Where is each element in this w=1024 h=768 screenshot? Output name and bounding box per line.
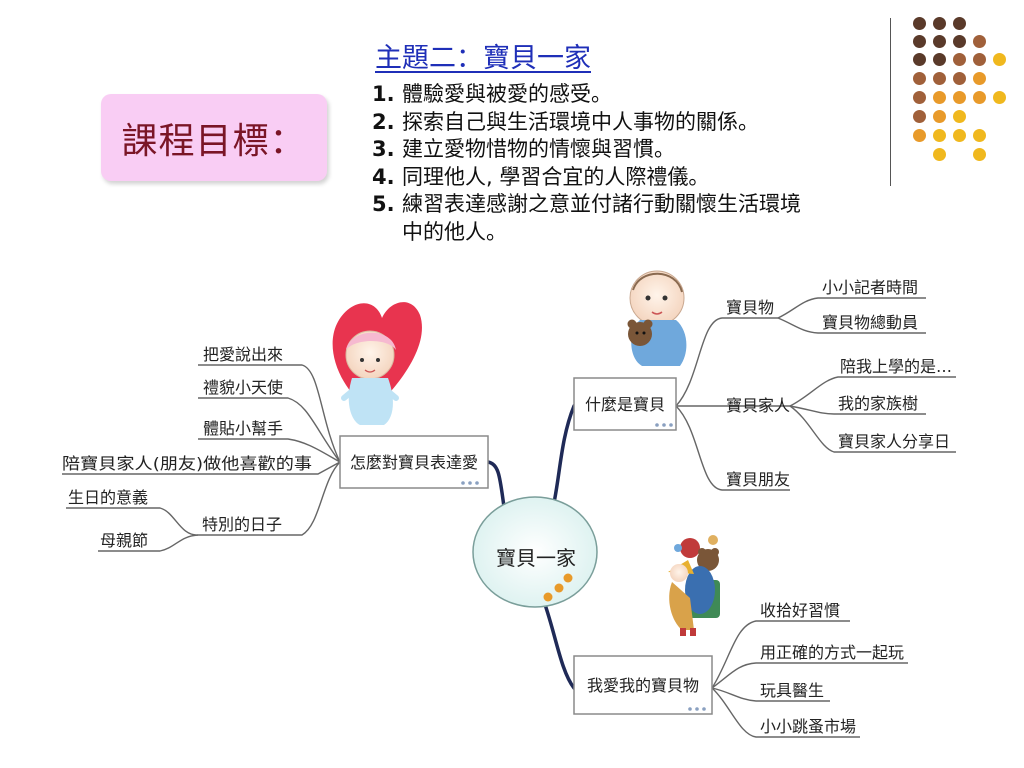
node-mine[interactable]: 我愛我的寶貝物 [573,655,713,715]
goal-number: 4. [372,164,395,189]
heart-girl-illustration [332,302,422,425]
goal-item-1: 1. 體驗愛與被愛的感受。 [372,81,892,109]
node-love-label: 怎麼對寶貝表達愛 [350,453,478,472]
node-love[interactable]: 怎麼對寶貝表達愛 [339,435,489,489]
header-divider [890,18,891,186]
goal-item-2: 2. 探索自己與生活環境中人事物的關係。 [372,109,892,137]
leaf-what-2-2[interactable]: 我的家族樹 [838,394,918,413]
goal-text: 練習表達感謝之意並付諸行動關懷生活環境 [402,192,801,216]
center-node[interactable]: 寶貝一家 [472,496,598,608]
love-branch-lines [62,364,341,552]
leaf-love-1[interactable]: 把愛說出來 [203,345,283,364]
node-mine-label: 我愛我的寶貝物 [587,676,699,695]
goal-number: 2. [372,109,395,134]
goal-text: 探索自己與生活環境中人事物的關係。 [402,109,759,134]
leaf-love-3[interactable]: 體貼小幫手 [203,419,283,438]
baby-toy-illustration [627,270,687,366]
leaf-special-2[interactable]: 母親節 [100,531,148,550]
leaf-love-2[interactable]: 禮貌小天使 [203,378,283,397]
goal-list: 1. 體驗愛與被愛的感受。 2. 探索自己與生活環境中人事物的關係。 3. 建立愛物惜… [372,81,892,246]
goal-text: 建立愛物惜物的情懷與習慣。 [402,137,675,161]
node-what[interactable]: 什麼是寶貝 [573,377,677,431]
goal-label: 課程目標： [121,120,307,162]
topic-title[interactable]: 主題二：寶貝一家 [375,43,591,74]
branch-mine [540,594,576,690]
group-what-1[interactable]: 寶貝物 [726,298,774,317]
leaf-what-1-1[interactable]: 小小記者時間 [822,278,918,297]
goal-item-4: 4. 同理他人, 學習合宜的人際禮儀。 [372,164,892,192]
leaf-mine-1[interactable]: 收拾好習慣 [760,601,840,620]
what-branch-lines [675,297,956,491]
goal-number: 1. [372,82,395,106]
branch-what [550,404,576,514]
group-what-3[interactable]: 寶貝朋友 [726,470,790,489]
leaf-love-4[interactable]: 陪寶貝家人(朋友)做他喜歡的事 [62,454,312,473]
leaf-what-1-2[interactable]: 寶貝物總動員 [822,313,918,332]
group-what-2[interactable]: 寶貝家人 [726,396,790,415]
leaf-mine-3[interactable]: 玩具醫生 [760,681,824,700]
toy-pile-illustration [668,535,720,636]
goal-item-5-continued: 中的他人。 [402,219,507,244]
what-leaves: 寶貝物 寶貝家人 寶貝朋友 小小記者時間 寶貝物總動員 陪我上學的是… 我的家族… [726,278,952,489]
goal-number: 5. [372,192,395,216]
center-node-label: 寶貝一家 [496,546,576,570]
goal-number: 3. [372,137,395,161]
leaf-special-1[interactable]: 生日的意義 [68,488,148,507]
leaf-what-2-1[interactable]: 陪我上學的是… [840,357,952,376]
love-leaves: 把愛說出來 禮貌小天使 體貼小幫手 陪寶貝家人(朋友)做他喜歡的事 特別的日子 … [62,345,312,550]
leaf-mine-2[interactable]: 用正確的方式一起玩 [760,643,904,662]
node-what-label: 什麼是寶貝 [585,395,665,414]
goal-item-5: 5. 練習表達感謝之意並付諸行動關懷生活環境 [372,191,892,219]
goal-text: 體驗愛與被愛的感受。 [402,82,612,106]
leaf-mine-4[interactable]: 小小跳蚤市場 [760,717,856,736]
mine-branch-lines [711,620,908,738]
node-special-label[interactable]: 特別的日子 [202,515,282,534]
leaf-what-2-3[interactable]: 寶貝家人分享日 [838,432,950,451]
goal-text: 同理他人, 學習合宜的人際禮儀。 [402,164,710,189]
goal-item-3: 3. 建立愛物惜物的情懷與習慣。 [372,136,892,164]
mine-leaves: 收拾好習慣 用正確的方式一起玩 玩具醫生 小小跳蚤市場 [760,601,904,736]
goal-label-box [101,94,327,181]
